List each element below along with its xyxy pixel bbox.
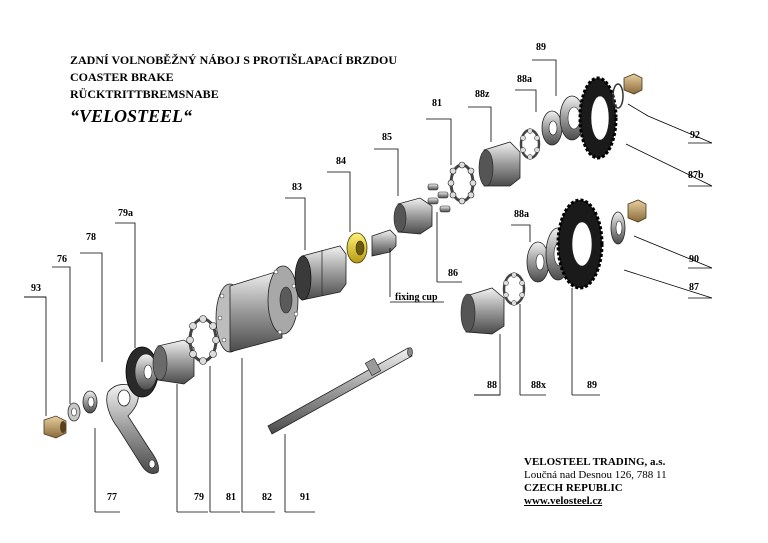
label-88: 88 <box>487 380 497 391</box>
label-86: 86 <box>448 268 458 279</box>
label-underlines <box>24 142 712 513</box>
label-76: 76 <box>57 254 67 265</box>
label-92: 92 <box>690 130 700 141</box>
part-90-washer <box>610 211 626 245</box>
part-labels: 93 76 78 79a 77 79 81 82 91 83 84 85 81 … <box>31 42 704 503</box>
part-78-spacer-washer <box>82 390 98 414</box>
title-german: RÜCKTRITTBREMSNABE <box>70 87 219 101</box>
part-88a-cone-bottom <box>526 241 550 283</box>
company-country: CZECH REPUBLIC <box>524 482 623 494</box>
label-88a-bottom: 88a <box>514 209 529 220</box>
part-88z-driver <box>478 141 521 187</box>
label-81-left: 81 <box>226 492 236 503</box>
label-82: 82 <box>262 492 272 503</box>
part-77-brake-arm <box>106 384 159 474</box>
label-89-top: 89 <box>536 42 546 53</box>
company-address: Loučná nad Desnou 126, 788 11 <box>524 469 667 481</box>
label-88a-top: 88a <box>517 74 532 85</box>
label-89-bottom: 89 <box>587 380 597 391</box>
label-91: 91 <box>300 492 310 503</box>
label-77: 77 <box>107 492 117 503</box>
part-nut-bottom <box>627 199 647 223</box>
part-91-axle <box>267 347 413 435</box>
company-name: VELOSTEEL TRADING, a.s. <box>524 456 666 468</box>
label-87b: 87b <box>688 170 704 181</box>
part-85-clutch-driver <box>393 197 433 235</box>
diagram-titles: ZADNÍ VOLNOBĚŽNÝ NÁBOJ S PROTIŠLAPACÍ BR… <box>70 52 397 103</box>
label-79a: 79a <box>118 208 133 219</box>
label-88x: 88x <box>531 380 546 391</box>
label-78: 78 <box>86 232 96 243</box>
title-czech: ZADNÍ VOLNOBĚŽNÝ NÁBOJ S PROTIŠLAPACÍ BR… <box>70 53 398 67</box>
part-88-driver-bottom <box>460 287 505 335</box>
part-82-hub-shell <box>215 265 299 353</box>
part-81-bearing-cage-left <box>186 315 220 365</box>
company-block: VELOSTEEL TRADING, a.s. Loučná nad Desno… <box>524 456 667 508</box>
part-79-brake-cone <box>152 339 195 385</box>
part-nut-top <box>623 73 643 95</box>
label-88z: 88z <box>475 89 490 100</box>
label-90: 90 <box>689 254 699 265</box>
title-english: COASTER BRAKE <box>70 70 174 84</box>
label-87: 87 <box>689 282 699 293</box>
label-81-right: 81 <box>432 98 442 109</box>
label-85: 85 <box>382 132 392 143</box>
company-website-link[interactable]: www.velosteel.cz <box>524 495 603 507</box>
label-93: 93 <box>31 283 41 294</box>
part-88x-bearing-bottom <box>502 272 526 306</box>
label-79: 79 <box>194 492 204 503</box>
part-86-rollers <box>427 183 451 213</box>
part-84-fixing-cup <box>346 232 368 264</box>
label-84: 84 <box>336 156 346 167</box>
part-87b-sprocket-top <box>578 76 618 160</box>
part-88a-cone-top <box>541 110 563 146</box>
part-92-circlip <box>612 83 624 109</box>
brand-name: “VELOSTEEL“ <box>70 106 193 126</box>
part-79a-dust-cap <box>125 346 159 398</box>
label-fixing-cup: fixing cup <box>395 292 438 303</box>
part-93-axle-nut <box>43 415 67 439</box>
part-76-washer <box>67 402 81 422</box>
part-brake-cone-small <box>371 229 397 257</box>
label-83: 83 <box>292 182 302 193</box>
part-bearing-top-small <box>519 128 541 160</box>
part-81-bearing-cage-right <box>447 161 477 205</box>
part-83-brake-shoe <box>294 245 347 301</box>
part-87-sprocket-bottom <box>556 198 604 290</box>
